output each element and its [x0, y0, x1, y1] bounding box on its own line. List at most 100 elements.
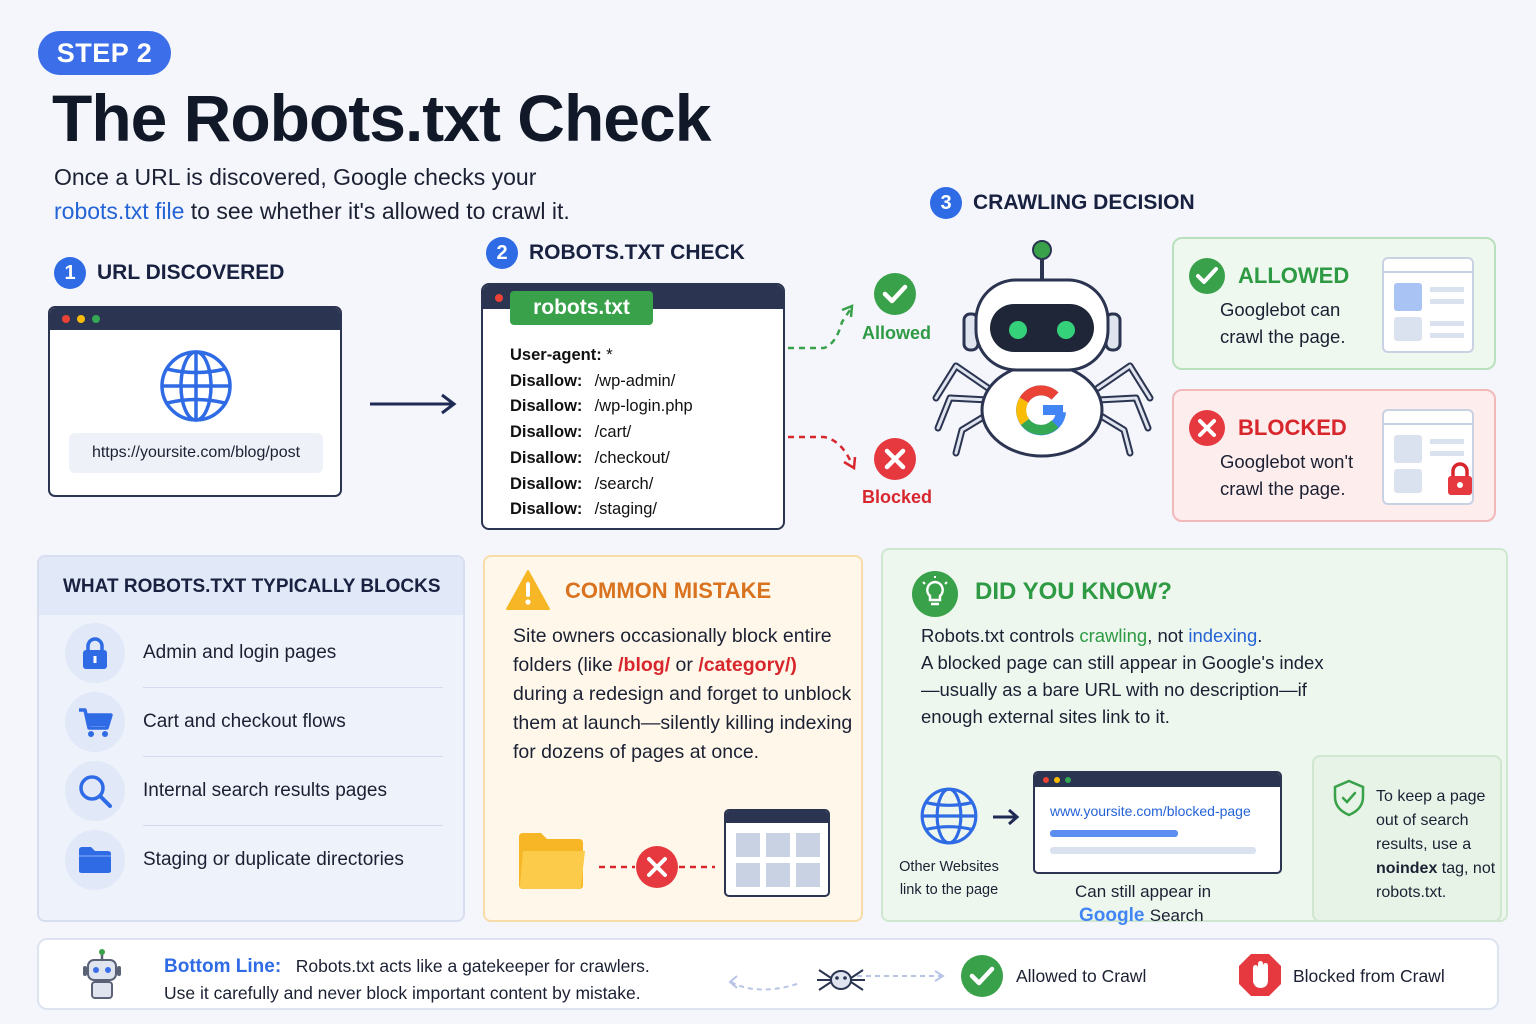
rule-line: User-agent: * [510, 346, 613, 364]
search-icon [65, 761, 125, 821]
rule-line: Disallow: /cart/ [510, 423, 632, 442]
list-item: Internal search results pages [65, 761, 445, 821]
lightbulb-icon [912, 571, 958, 617]
robots-file-link[interactable]: robots.txt file [54, 198, 185, 224]
browser-title-bar [50, 308, 340, 330]
flow-arrow-icon [370, 393, 457, 415]
list-item: Cart and checkout flows [65, 692, 445, 752]
rule-line: Disallow: /wp-login.php [510, 397, 693, 416]
did-you-know-text: Robots.txt controls crawling, not indexi… [921, 622, 1341, 730]
check-circle-icon [961, 955, 1003, 997]
globe-icon [920, 787, 978, 845]
bottom-line-2: Use it carefully and never block importa… [164, 983, 641, 1003]
lock-icon [1448, 462, 1472, 495]
subtitle-line2: robots.txt file to see whether it's allo… [54, 194, 754, 228]
window-dot-green [92, 315, 100, 323]
window-dot-yellow [77, 315, 85, 323]
step-badge: STEP 2 [38, 31, 171, 75]
bottom-line-1: Robots.txt acts like a gatekeeper for cr… [295, 956, 650, 976]
googlebot-spider-icon [932, 240, 1154, 458]
typical-blocks-heading: WHAT ROBOTS.TXT TYPICALLY BLOCKS [39, 557, 463, 615]
bottom-line-bar: Bottom Line: Robots.txt acts like a gate… [37, 938, 1499, 1010]
tip-text: To keep a page out of search results, us… [1376, 788, 1496, 901]
page-thumbnail-icon [1382, 257, 1474, 353]
check-circle-icon [1189, 258, 1225, 294]
bottom-line-label: Bottom Line: [164, 956, 282, 977]
other-websites-label: Other Websites link to the page [899, 859, 999, 898]
google-logo: Google [1079, 905, 1145, 926]
section-crawling-decision: 3 CRAWLING DECISION [930, 187, 1195, 219]
allowed-check-icon [874, 273, 916, 315]
list-item-label: Cart and checkout flows [143, 711, 346, 732]
subtitle-line2-rest: to see whether it's allowed to crawl it. [184, 198, 570, 224]
warning-icon [506, 570, 550, 610]
crawl-path-icon [728, 969, 945, 991]
section-url-discovered: 1 URL DISCOVERED [54, 257, 284, 289]
folder-icon [519, 833, 585, 889]
lock-icon [65, 623, 125, 683]
section-label: URL DISCOVERED [97, 261, 285, 284]
blocked-from-crawl-label: Blocked from Crawl [1293, 966, 1445, 986]
rule-line: Disallow: /checkout/ [510, 448, 670, 467]
blocked-link-icon [599, 846, 715, 888]
rule-line: Disallow: /staging/ [510, 500, 657, 519]
list-item-label: Staging or duplicate directories [143, 849, 404, 870]
section-label: ROBOTS.TXT CHECK [529, 241, 745, 264]
url-browser-window: https://yoursite.com/blog/post [48, 306, 342, 497]
window-dot-red [62, 315, 70, 323]
x-circle-icon [1189, 410, 1225, 446]
allowed-to-crawl-label: Allowed to Crawl [1016, 966, 1147, 986]
mistake-heading: COMMON MISTAKE [565, 578, 772, 603]
search-result-window: www.yoursite.com/blocked-page [1033, 771, 1282, 874]
rule-line: Disallow: /search/ [510, 474, 654, 493]
mistake-text: Site owners occasionally block entire fo… [513, 625, 853, 763]
robots-title-bar: robots.txt [483, 285, 783, 325]
list-item-label: Internal search results pages [143, 780, 387, 801]
did-you-know-heading: DID YOU KNOW? [975, 578, 1172, 605]
blocked-text: Googlebot won't crawl the page. [1220, 451, 1354, 499]
allowed-label: Allowed [862, 323, 932, 343]
robot-icon [83, 949, 121, 999]
arrow-right-icon [993, 808, 1020, 826]
allowed-card: ALLOWED Googlebot can crawl the page. [1172, 237, 1496, 370]
page-title: The Robots.txt Check [52, 81, 711, 155]
page-grid-icon [724, 809, 830, 897]
blocked-x-icon [874, 438, 916, 480]
blocked-title: BLOCKED [1238, 415, 1347, 440]
common-mistake-panel: COMMON MISTAKE Site owners occasionally … [483, 555, 863, 922]
step-number-2: 2 [486, 237, 518, 269]
decision-arrows [788, 304, 857, 471]
list-item: Staging or duplicate directories [65, 830, 445, 890]
stop-hand-icon [1239, 954, 1281, 996]
rule-line: Disallow: /wp-admin/ [510, 371, 676, 390]
allowed-title: ALLOWED [1238, 263, 1350, 288]
subtitle-line1: Once a URL is discovered, Google checks … [54, 164, 537, 190]
explanation: A blocked page can still appear in Googl… [921, 652, 1324, 727]
step-number-3: 3 [930, 187, 962, 219]
section-robots-check: 2 ROBOTS.TXT CHECK [486, 237, 745, 269]
section-label: CRAWLING DECISION [973, 191, 1195, 214]
cart-icon [65, 692, 125, 752]
bottom-line-text: Bottom Line: Robots.txt acts like a gate… [164, 953, 650, 1006]
robots-file-window: robots.txt User-agent: * Disallow: /wp-a… [481, 283, 785, 530]
blocked-label: Blocked [862, 487, 933, 507]
url-field: https://yoursite.com/blog/post [69, 433, 323, 473]
divider [143, 756, 443, 757]
divider [143, 825, 443, 826]
can-appear-label: Can still appear in [1075, 882, 1212, 901]
globe-icon [160, 350, 232, 422]
result-url[interactable]: www.yoursite.com/blocked-page [1050, 803, 1251, 819]
window-dot-red [495, 294, 503, 302]
allowed-text: Googlebot can crawl the page. [1220, 299, 1346, 347]
typical-blocks-panel: WHAT ROBOTS.TXT TYPICALLY BLOCKS Admin a… [37, 555, 465, 922]
shield-icon [1333, 779, 1365, 817]
list-item: Admin and login pages [65, 623, 445, 683]
page-subtitle: Once a URL is discovered, Google checks … [54, 160, 754, 228]
folder-icon [65, 830, 125, 890]
google-search-label: Google Search [1079, 905, 1204, 927]
blocked-card: BLOCKED Googlebot won't crawl the page. [1172, 389, 1496, 522]
step-number-1: 1 [54, 257, 86, 289]
search-word: Search [1149, 906, 1204, 925]
list-item-label: Admin and login pages [143, 642, 337, 663]
intro-line: Robots.txt controls crawling, not indexi… [921, 625, 1263, 646]
